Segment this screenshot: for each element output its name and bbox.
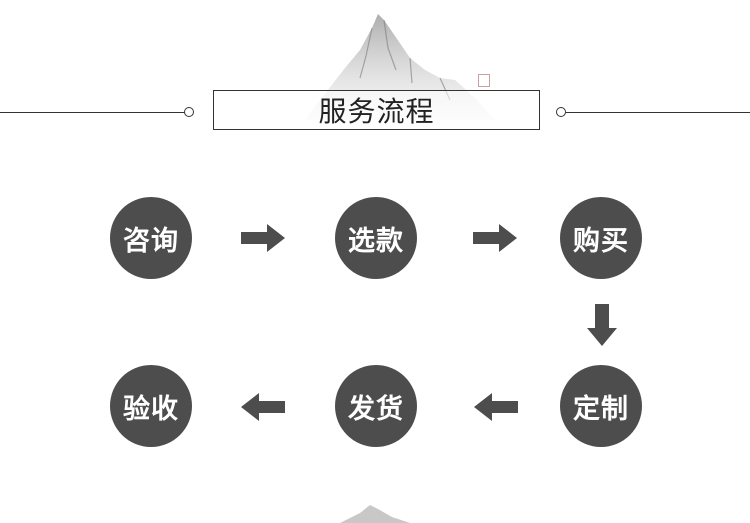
step-circle-select: 选款 [335,197,417,279]
mountain-illustration-bottom [340,505,410,523]
arrow-left-icon [474,393,518,421]
title-box: 服务流程 [213,90,540,130]
step-circle-ship: 发货 [335,365,417,447]
left-divider-dot [184,107,194,117]
step-label: 购买 [573,225,629,257]
step-label: 验收 [123,393,179,425]
right-divider-line [566,112,750,113]
step-circle-customize: 定制 [560,365,642,447]
step-label: 选款 [348,225,404,257]
right-divider-dot [556,107,566,117]
arrow-left-icon [241,393,285,421]
seal-stamp [478,74,490,87]
step-circle-accept: 验收 [110,365,192,447]
step-circle-purchase: 购买 [560,197,642,279]
page-title: 服务流程 [318,95,435,128]
step-label: 发货 [348,393,404,425]
arrow-down-icon [587,304,617,346]
step-label: 咨询 [123,225,179,257]
step-label: 定制 [573,393,629,425]
arrow-right-icon [473,224,517,252]
arrow-right-icon [241,224,285,252]
left-divider-line [0,112,186,113]
step-circle-consult: 咨询 [110,197,192,279]
